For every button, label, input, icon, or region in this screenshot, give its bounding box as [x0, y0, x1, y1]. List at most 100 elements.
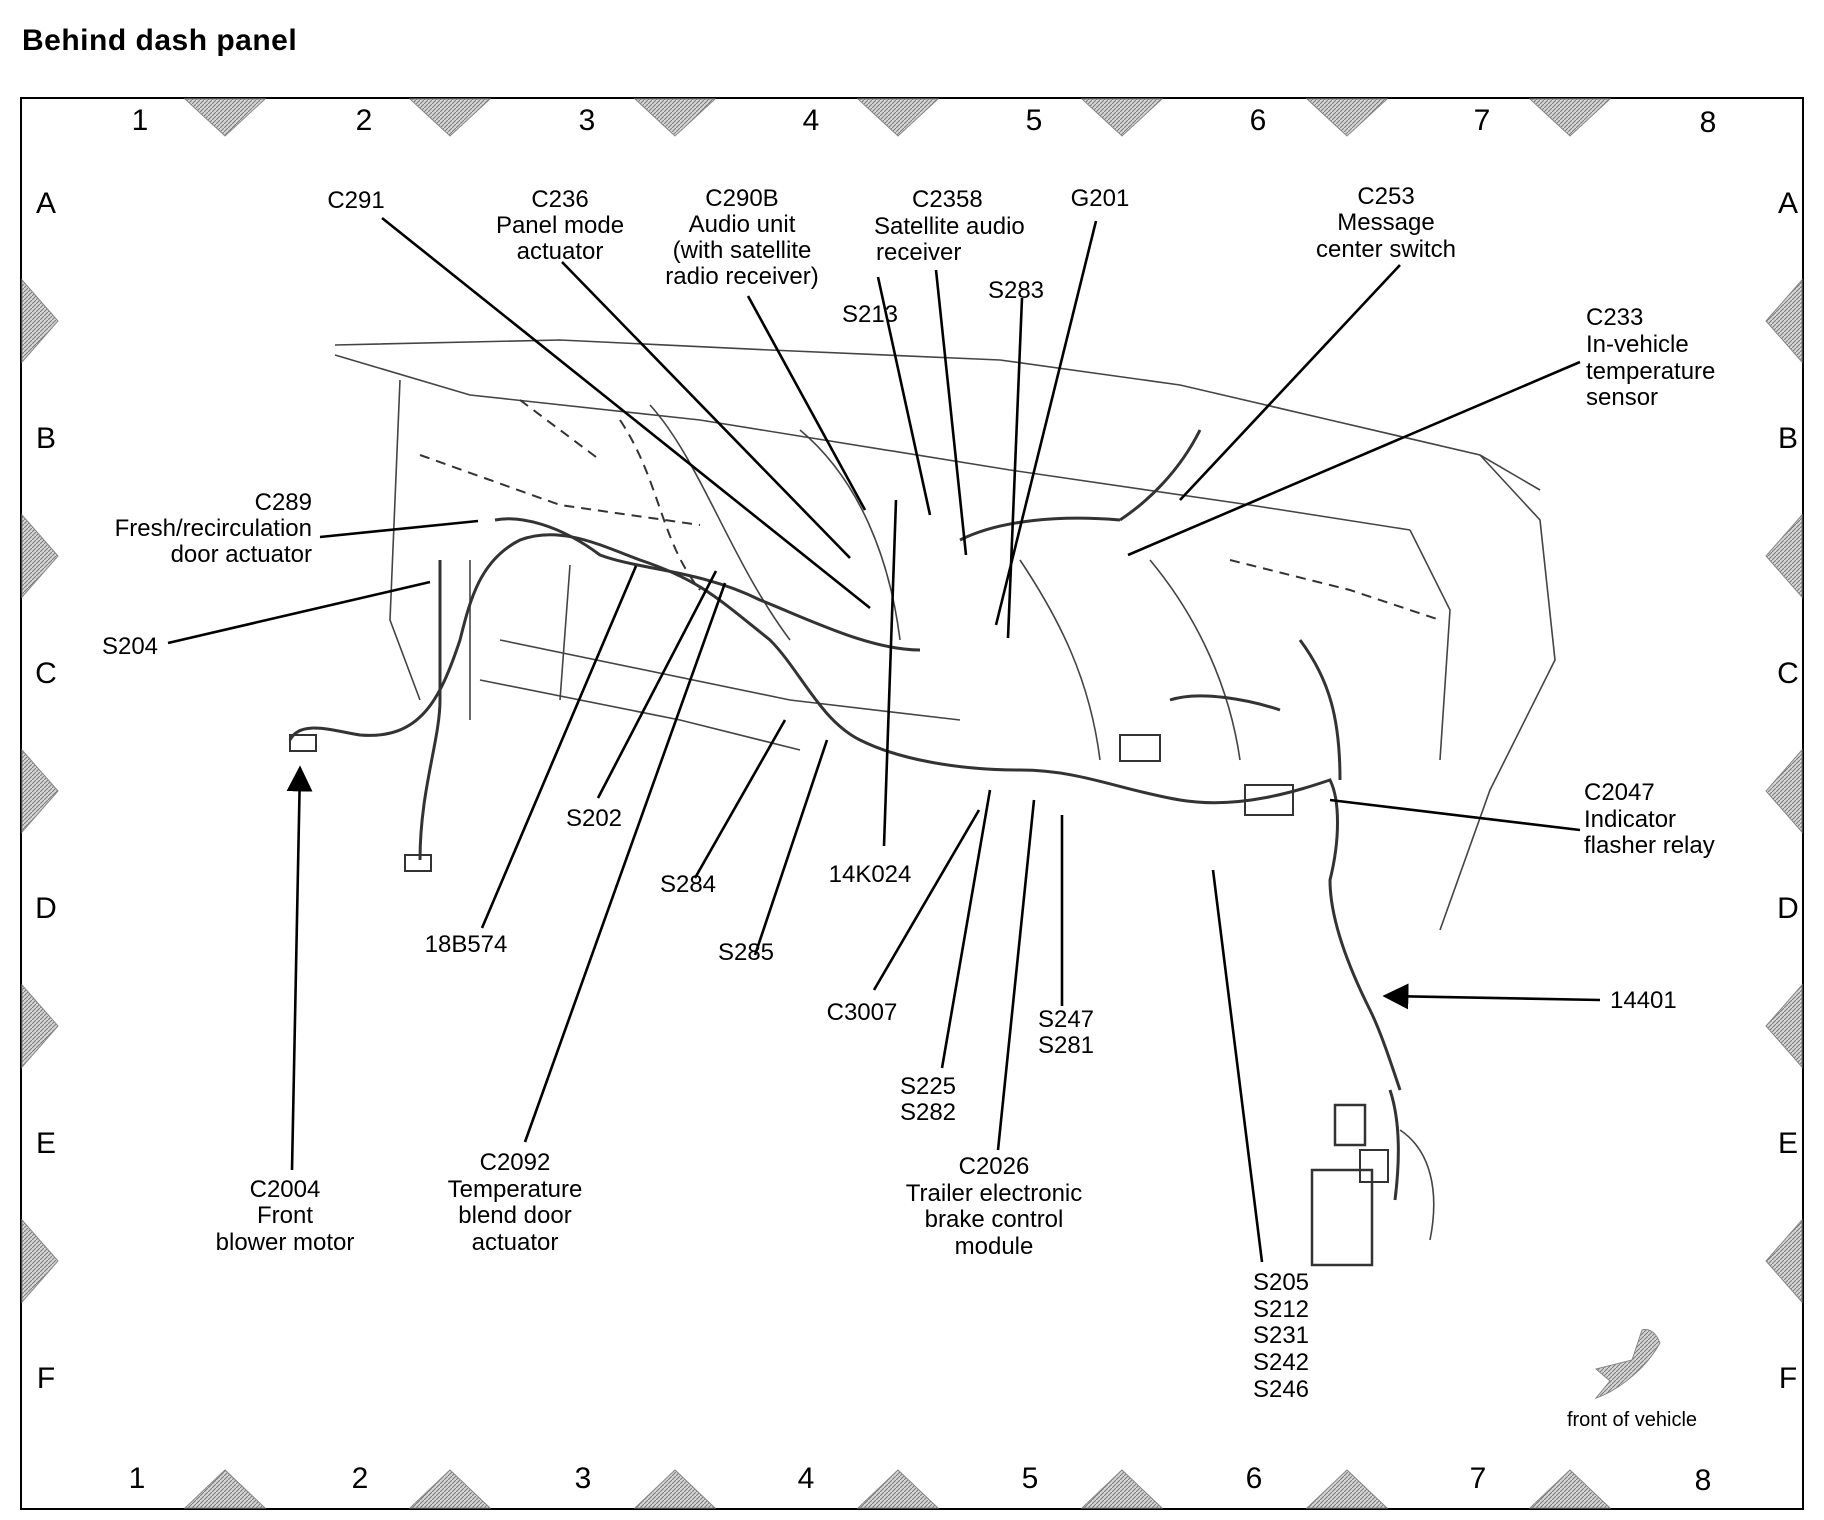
grid-rows-right: A B C D E F	[1777, 187, 1799, 1395]
callout-c290b: C290B Audio unit (with satellite radio r…	[665, 185, 818, 290]
grid-col-label: 5	[1022, 1462, 1039, 1495]
grid-row-label: C	[35, 657, 57, 690]
callout-line: C2047	[1584, 779, 1655, 806]
callout-c233: C233 In-vehicle temperature sensor	[1586, 304, 1715, 411]
grid-row-label: C	[1777, 657, 1799, 690]
callout-c253: C253 Message center switch	[1316, 183, 1456, 263]
grid-col-label: 8	[1700, 106, 1717, 139]
callout-line: module	[955, 1233, 1034, 1260]
page-title: Behind dash panel	[22, 24, 298, 57]
callout-line: S247	[1038, 1006, 1094, 1033]
callout-line: Panel mode	[496, 212, 624, 239]
callout-line: In-vehicle	[1586, 331, 1689, 358]
callout-s202: S202	[566, 805, 622, 832]
callout-line: Front	[257, 1202, 313, 1229]
grid-row-label: A	[36, 187, 56, 220]
callout-line: actuator	[517, 238, 604, 265]
grid-columns-top: 1 2 3 4 5 6 7 8	[132, 104, 1717, 139]
grid-col-label: 3	[575, 1462, 592, 1495]
callout-line: Trailer electronic	[906, 1180, 1083, 1207]
callout-s204: S204	[102, 633, 158, 660]
callout-s213: S213	[842, 301, 898, 328]
callout-14401: 14401	[1610, 987, 1677, 1014]
callout-line: S202	[566, 805, 622, 832]
grid-row-label: D	[1777, 892, 1799, 925]
callout-c289: C289 Fresh/recirculation door actuator	[115, 489, 312, 568]
callout-c2358: C2358 Satellite audio receiver	[874, 186, 1025, 266]
callout-line: S281	[1038, 1032, 1094, 1059]
callout-line: S242	[1253, 1349, 1309, 1376]
front-of-vehicle-label: front of vehicle	[1567, 1409, 1697, 1431]
callout-line: C291	[327, 187, 384, 214]
callout-line: radio receiver)	[665, 263, 818, 290]
callout-14k024: 14K024	[829, 861, 912, 888]
grid-row-label: B	[36, 422, 56, 455]
callout-line: Fresh/recirculation	[115, 515, 312, 542]
callout-c2047: C2047 Indicator flasher relay	[1584, 779, 1715, 859]
callout-line: C289	[255, 489, 312, 516]
grid-row-label: B	[1778, 422, 1798, 455]
grid-col-label: 4	[803, 104, 820, 137]
grid-rows-left: A B C D E F	[35, 187, 57, 1395]
grid-col-label: 7	[1474, 104, 1491, 137]
callout-line: blower motor	[216, 1229, 355, 1256]
grid-col-label: 6	[1246, 1462, 1263, 1495]
callout-c2026: C2026 Trailer electronic brake control m…	[906, 1153, 1083, 1260]
leader-lines	[167, 216, 1601, 1263]
grid-col-label: 3	[579, 104, 596, 137]
callout-line: actuator	[472, 1229, 559, 1256]
callout-line: flasher relay	[1584, 832, 1715, 859]
callout-line: C2358	[912, 186, 983, 213]
callout-line: Audio unit	[689, 211, 796, 238]
grid-row-label: E	[1778, 1127, 1798, 1160]
callout-line: S284	[660, 871, 716, 898]
grid-row-label: E	[36, 1127, 56, 1160]
grid-col-label: 6	[1250, 104, 1267, 137]
grid-row-label: F	[37, 1362, 55, 1395]
callout-s247: S247 S281	[1038, 1006, 1094, 1059]
callout-c2092: C2092 Temperature blend door actuator	[448, 1149, 583, 1256]
callout-line: S283	[988, 277, 1044, 304]
callout-line: S246	[1253, 1376, 1309, 1403]
callout-s283: S283	[988, 277, 1044, 304]
callout-line: S213	[842, 301, 898, 328]
callout-line: brake control	[925, 1206, 1064, 1233]
callout-line: Message	[1337, 209, 1434, 236]
callout-line: S225	[900, 1073, 956, 1100]
dash-panel-structure	[288, 339, 1556, 1267]
callout-line: S212	[1253, 1296, 1309, 1323]
callout-line: (with satellite	[673, 237, 812, 264]
grid-row-label: A	[1778, 187, 1798, 220]
callout-c3007: C3007	[827, 999, 898, 1026]
callout-line: 14K024	[829, 861, 912, 888]
callout-line: S204	[102, 633, 158, 660]
callout-line: Indicator	[1584, 806, 1676, 833]
callout-line: S282	[900, 1099, 956, 1126]
callout-line: Temperature	[448, 1176, 583, 1203]
grid-col-label: 1	[132, 104, 149, 137]
grid-col-label: 2	[356, 104, 373, 137]
diagram-frame	[20, 97, 1804, 1510]
callout-line: C253	[1357, 183, 1414, 210]
callout-line: 14401	[1610, 987, 1677, 1014]
callout-line: 18B574	[425, 931, 508, 958]
callout-line: G201	[1071, 185, 1130, 212]
callout-line: S231	[1253, 1322, 1309, 1349]
callout-line: S285	[718, 939, 774, 966]
grid-col-label: 7	[1470, 1462, 1487, 1495]
grid-col-label: 8	[1695, 1464, 1712, 1497]
grid-col-label: 1	[129, 1462, 146, 1495]
grid-col-label: 5	[1026, 104, 1043, 137]
callout-line: temperature	[1586, 358, 1715, 385]
callout-c291: C291	[327, 187, 384, 214]
callout-18b574: 18B574	[425, 931, 508, 958]
callout-line: C2004	[250, 1176, 321, 1203]
callout-c2004: C2004 Front blower motor	[216, 1176, 355, 1256]
front-of-vehicle-indicator: front of vehicle	[1567, 1329, 1697, 1431]
grid-row-label: F	[1779, 1362, 1797, 1395]
grid-columns-bottom: 1 2 3 4 5 6 7 8	[129, 1462, 1712, 1497]
callout-line: S205	[1253, 1269, 1309, 1296]
callout-line: C290B	[705, 185, 778, 212]
callout-s205: S205 S212 S231 S242 S246	[1253, 1269, 1309, 1403]
